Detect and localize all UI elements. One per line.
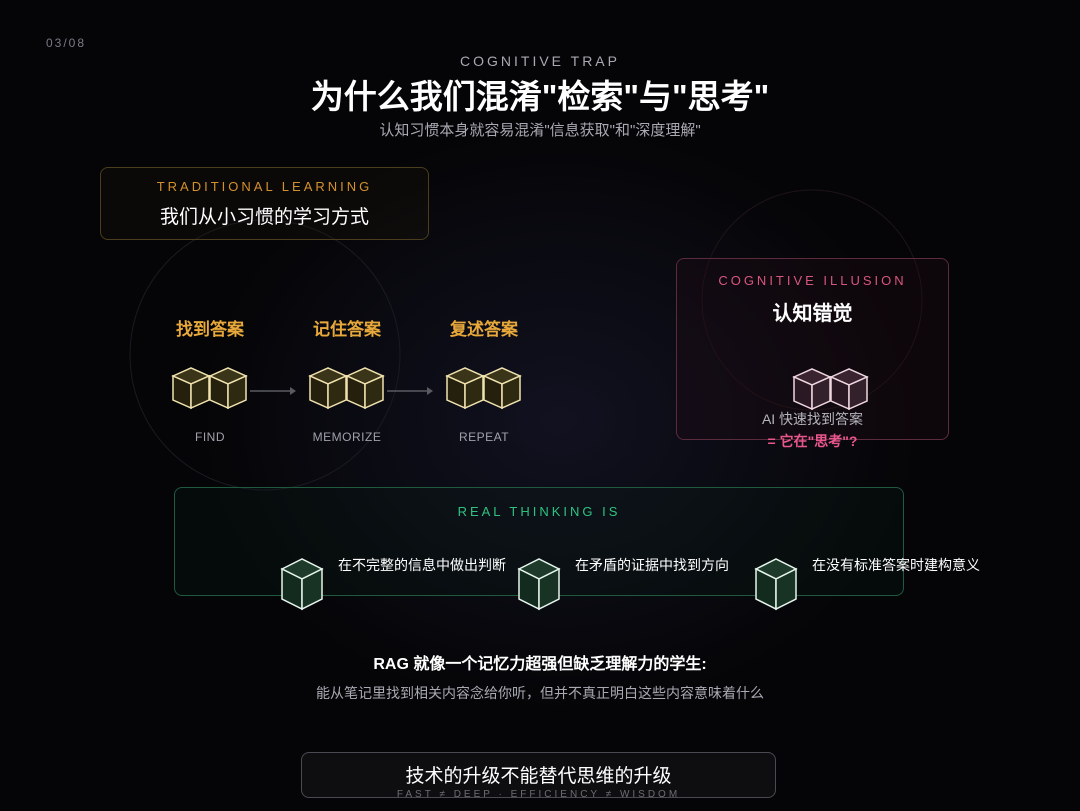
step-find-en: FIND bbox=[195, 430, 225, 444]
conclusion-title: 技术的升级不能替代思维的升级 bbox=[405, 766, 672, 787]
illusion-line-1: AI 快速找到答案 bbox=[761, 411, 864, 427]
step-cubes-diagram bbox=[172, 367, 521, 409]
thinking-tag: REAL THINKING IS bbox=[457, 504, 621, 519]
step-memorize-en: MEMORIZE bbox=[312, 430, 382, 444]
illusion-tag: COGNITIVE ILLUSION bbox=[718, 273, 907, 288]
step-repeat-en: REPEAT bbox=[458, 430, 510, 444]
arrow-icon bbox=[250, 387, 296, 395]
rag-statement: RAG 就像一个记忆力超强但缺乏理解力的学生: bbox=[373, 656, 707, 673]
step-memorize-label: 记住答案 bbox=[313, 320, 381, 339]
repeat-cube-icon bbox=[446, 367, 521, 409]
memorize-cube-icon bbox=[309, 367, 384, 409]
conclusion-subtitle: FAST ≠ DEEP · EFFICIENCY ≠ WISDOM bbox=[396, 789, 681, 800]
traditional-title: 我们从小习惯的学习方式 bbox=[159, 207, 369, 228]
illusion-line-2: = 它在"思考"? bbox=[767, 433, 858, 449]
conclusion-card: 技术的升级不能替代思维的升级 FAST ≠ DEEP · EFFICIENCY … bbox=[301, 752, 776, 800]
page-subtitle: 认知习惯本身就容易混淆"信息获取"和"深度理解" bbox=[379, 122, 701, 139]
traditional-learning-card: TRADITIONAL LEARNING 我们从小习惯的学习方式 bbox=[100, 167, 429, 240]
section-eyebrow: COGNITIVE TRAP bbox=[460, 53, 620, 69]
traditional-tag: TRADITIONAL LEARNING bbox=[156, 179, 373, 194]
arrow-icon bbox=[387, 387, 433, 395]
thinking-item-1: 在不完整的信息中做出判断 bbox=[338, 557, 506, 573]
thinking-cube-icon-3 bbox=[755, 558, 797, 610]
find-cube-icon bbox=[172, 367, 247, 409]
rag-explanation: 能从笔记里找到相关内容念给你听，但并不真正明白这些内容意味着什么 bbox=[316, 685, 764, 701]
page-number: 03/08 bbox=[46, 36, 87, 50]
cognitive-illusion-card: COGNITIVE ILLUSION 认知错觉 AI 快速找到答案 bbox=[676, 258, 949, 440]
thinking-cube-icon-1 bbox=[281, 558, 323, 610]
illusion-title: 认知错觉 bbox=[772, 303, 853, 325]
step-find-label: 找到答案 bbox=[176, 320, 244, 339]
thinking-item-3: 在没有标准答案时建构意义 bbox=[812, 557, 980, 573]
thinking-item-2: 在矛盾的证据中找到方向 bbox=[575, 557, 729, 573]
thinking-cube-icon-2 bbox=[518, 558, 560, 610]
step-repeat-label: 复述答案 bbox=[450, 320, 518, 339]
page-title: 为什么我们混淆"检索"与"思考" bbox=[310, 78, 770, 115]
